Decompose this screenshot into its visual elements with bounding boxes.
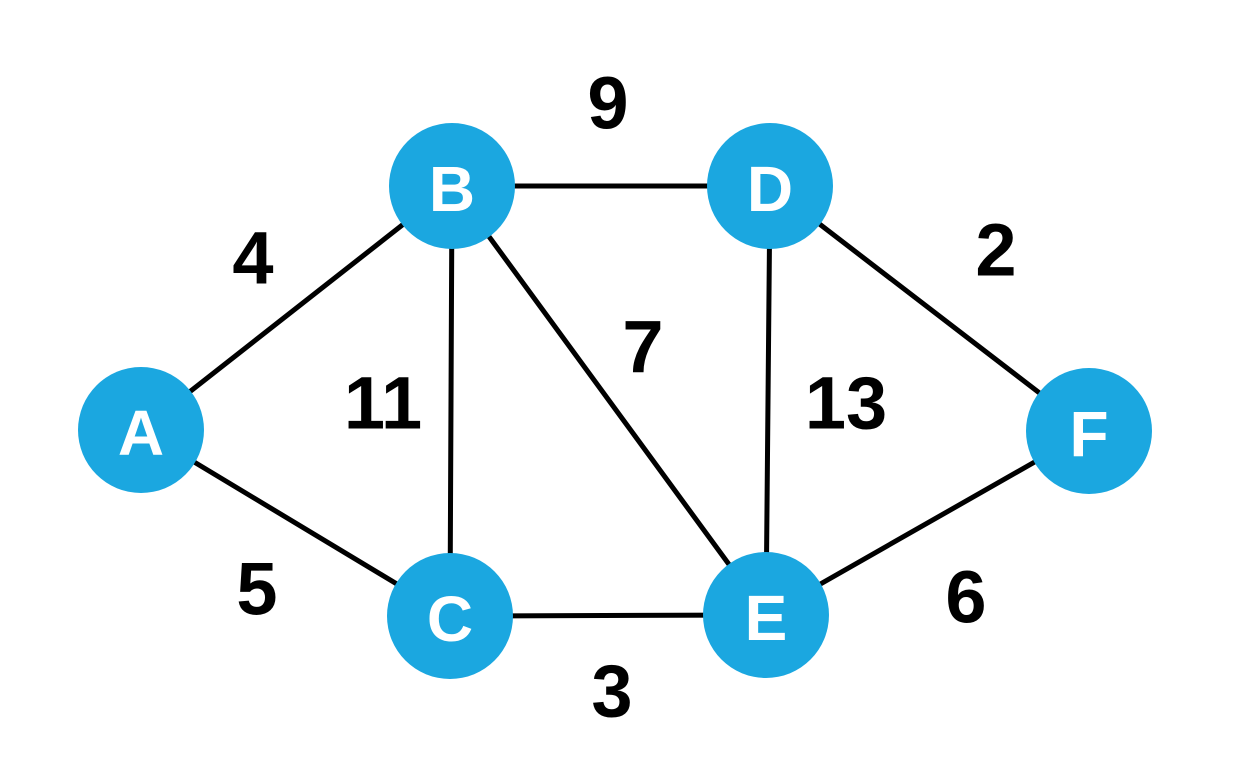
node-label-A: A	[118, 397, 164, 469]
node-label-D: D	[747, 153, 793, 225]
node-label-E: E	[745, 582, 788, 654]
edge-D-E	[763, 183, 773, 618]
node-A	[78, 367, 204, 493]
edge-B-C	[447, 183, 455, 619]
edge-weight-A-B: 4	[232, 217, 273, 300]
edge-weight-D-F: 2	[975, 209, 1016, 292]
node-F	[1026, 368, 1152, 494]
edge-weight-B-E: 7	[622, 306, 663, 389]
edge-weight-B-D: 9	[587, 62, 628, 145]
nodes-layer: A B C D E F	[78, 123, 1152, 679]
edge-A-B	[138, 183, 455, 433]
edge-weight-A-C: 5	[236, 548, 277, 631]
edge-weight-C-E: 3	[591, 650, 632, 733]
node-B	[389, 123, 515, 249]
node-E	[703, 552, 829, 678]
node-label-F: F	[1069, 398, 1108, 470]
edge-weight-B-C: 11	[344, 362, 422, 445]
node-label-C: C	[427, 583, 473, 655]
edge-weight-D-E: 13	[805, 362, 887, 445]
edge-B-E	[449, 183, 769, 618]
node-label-B: B	[429, 153, 475, 225]
edge-weight-E-F: 6	[945, 556, 986, 639]
edges-layer	[138, 183, 1092, 619]
node-D	[707, 123, 833, 249]
edge-D-F	[767, 183, 1092, 434]
edge-weights-layer: 4 5 11 9 7 3 13 2 6	[232, 62, 1016, 733]
node-C	[387, 553, 513, 679]
